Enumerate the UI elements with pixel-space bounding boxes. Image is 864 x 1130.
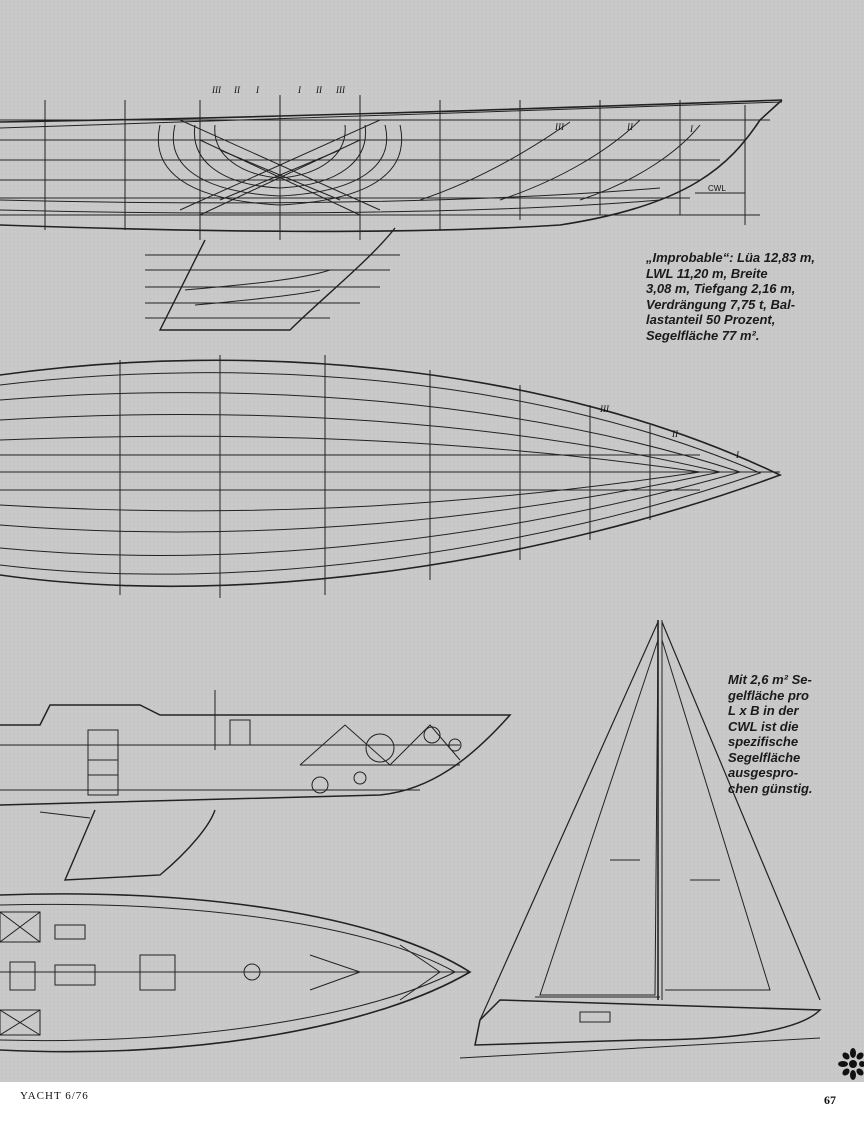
caption-line: Segelfläche (728, 749, 801, 765)
page-number: 67 (824, 1093, 836, 1107)
caption-line: chen günstig. (728, 780, 813, 796)
caption-line: Mit 2,6 m² Se- (728, 672, 812, 687)
station-label: II (671, 429, 679, 439)
station-label: III (554, 122, 565, 132)
station-labels-plan: III II I (599, 404, 740, 460)
body-plan: CWL III II I I II III III II I (0, 85, 783, 331)
station-label: III (599, 404, 610, 414)
caption-line: „Improbable“: Lüa 12,83 m, (646, 250, 816, 265)
station-label: II (315, 85, 323, 95)
magazine-issue: YACHT 6/76 (20, 1090, 89, 1102)
sail-plan (459, 620, 822, 1059)
caption-line: Verdrängung 7,75 t, Bal- (646, 296, 796, 312)
station-label: I (735, 450, 740, 460)
interior-profile (0, 690, 512, 881)
cwl-label: CWL (708, 184, 726, 193)
station-label: III (335, 85, 346, 95)
station-label: II (626, 122, 634, 132)
caption-line: ausgespro- (728, 765, 799, 780)
station-label: I (255, 85, 260, 95)
flower-emblem-icon (838, 1048, 864, 1080)
half-breadth-plan: III II I (0, 355, 783, 598)
caption-line: 3,08 m, Tiefgang 2,16 m, (646, 281, 796, 296)
sail-area-caption: Mit 2,6 m² Se- gelfläche pro L x B in de… (728, 672, 858, 796)
caption-line: Segelfläche 77 m². (646, 327, 760, 343)
station-labels-top: III II I I II III III II I (211, 85, 694, 134)
caption-line: lastanteil 50 Prozent, (646, 312, 776, 327)
station-label: I (689, 124, 694, 134)
deck-plan (0, 893, 472, 1053)
caption-line: CWL ist die (728, 718, 799, 734)
boat-specs-caption: „Improbable“: Lüa 12,83 m, LWL 11,20 m, … (646, 250, 856, 343)
caption-line: spezifische (728, 734, 799, 749)
station-label: I (297, 85, 302, 95)
caption-line: L x B in der (728, 703, 799, 718)
caption-line: gelfläche pro (728, 687, 809, 703)
caption-line: LWL 11,20 m, Breite (646, 265, 768, 281)
yacht-lines-plan-drawing: CWL III II I I II III III II I III (0, 85, 822, 1059)
station-label: III (211, 85, 222, 95)
station-label: II (233, 85, 241, 95)
